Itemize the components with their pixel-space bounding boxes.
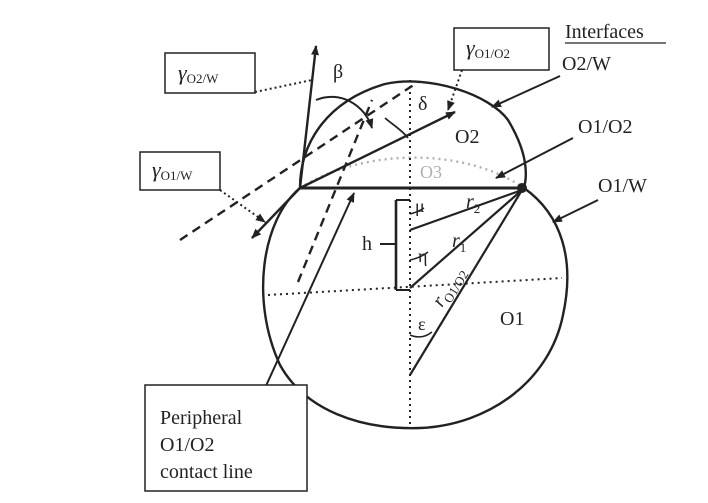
- epsilon-angle-arc: [409, 331, 433, 338]
- tangent-dashed-1: [179, 81, 419, 241]
- svg-text:γO1/W: γO1/W: [152, 157, 193, 183]
- h-label: h: [362, 233, 372, 255]
- epsilon-label: ε: [418, 314, 426, 334]
- gamma-o1w-symbol: γ: [152, 157, 162, 182]
- gamma-o1w-box: [139, 151, 221, 191]
- o3-interface-arc: [299, 156, 525, 190]
- o1-region-label: O1: [500, 308, 524, 330]
- gamma-o2w-vector: [298, 45, 319, 189]
- horizontal-axis: [267, 277, 563, 296]
- radius-r-o1o2: [409, 189, 523, 376]
- svg-text:γO1/O2: γO1/O2: [466, 35, 510, 61]
- o1w-label: O1/W: [598, 175, 647, 197]
- gamma-o1o2-symbol: γ: [466, 35, 476, 60]
- o2w-label: O2/W: [562, 53, 611, 75]
- o1w-pointer: [552, 199, 599, 223]
- peripheral-pointer: [264, 192, 355, 389]
- eta-label: η: [418, 246, 427, 266]
- o2-droplet-outline: [298, 80, 527, 189]
- beta-angle-arc: [315, 95, 374, 129]
- r1-label: r: [452, 230, 460, 252]
- gamma-o1w-vector: [251, 187, 301, 239]
- gamma-o2w-subscript: O2/W: [187, 71, 220, 86]
- gamma-o2w-box: [164, 52, 256, 94]
- o1o2-pointer: [495, 137, 574, 179]
- o1-droplet-outline: [261, 187, 569, 430]
- svg-text:r2: r2: [466, 191, 480, 216]
- peripheral-line2: O1/O2: [160, 434, 214, 456]
- interfaces-header: Interfaces: [565, 21, 644, 43]
- gamma-o1o2-box: [453, 27, 550, 71]
- mu-label: μ: [415, 196, 425, 216]
- o2-region-label: O2: [455, 126, 479, 148]
- svg-text:rO1/O2: rO1/O2: [428, 262, 472, 312]
- peripheral-line1: Peripheral: [160, 407, 243, 429]
- mu-angle-arc: [409, 207, 425, 215]
- peripheral-box: [144, 384, 308, 492]
- gamma-o1w-pointer: [219, 189, 266, 223]
- radius-r2: [409, 188, 523, 232]
- r2-label: r: [466, 191, 474, 213]
- radius-r1: [409, 189, 523, 289]
- gamma-o1o2-subscript: O1/O2: [475, 46, 510, 61]
- svg-text:γO2/W: γO2/W: [178, 60, 219, 86]
- peripheral-line3: contact line: [160, 461, 253, 483]
- o3-region-label: O3: [420, 162, 442, 182]
- r2-subscript: 2: [474, 201, 481, 216]
- o2w-pointer: [491, 75, 561, 108]
- gamma-o1o2-pointer: [447, 69, 463, 111]
- delta-label: δ: [418, 93, 427, 115]
- gamma-o1w-subscript: O1/W: [161, 168, 194, 183]
- r-o1o2-subscript: O1/O2: [440, 268, 471, 306]
- gamma-o2w-symbol: γ: [178, 60, 188, 85]
- r1-subscript: 1: [460, 240, 467, 255]
- svg-text:r1: r1: [452, 230, 466, 255]
- beta-label: β: [333, 61, 343, 83]
- gamma-o2w-pointer: [254, 79, 313, 93]
- delta-angle-arc: [384, 117, 409, 139]
- gamma-o1o2-vector: [299, 110, 456, 190]
- o1o2-label: O1/O2: [578, 116, 632, 138]
- eta-angle-arc: [409, 251, 429, 261]
- tangent-dashed-2: [296, 99, 374, 283]
